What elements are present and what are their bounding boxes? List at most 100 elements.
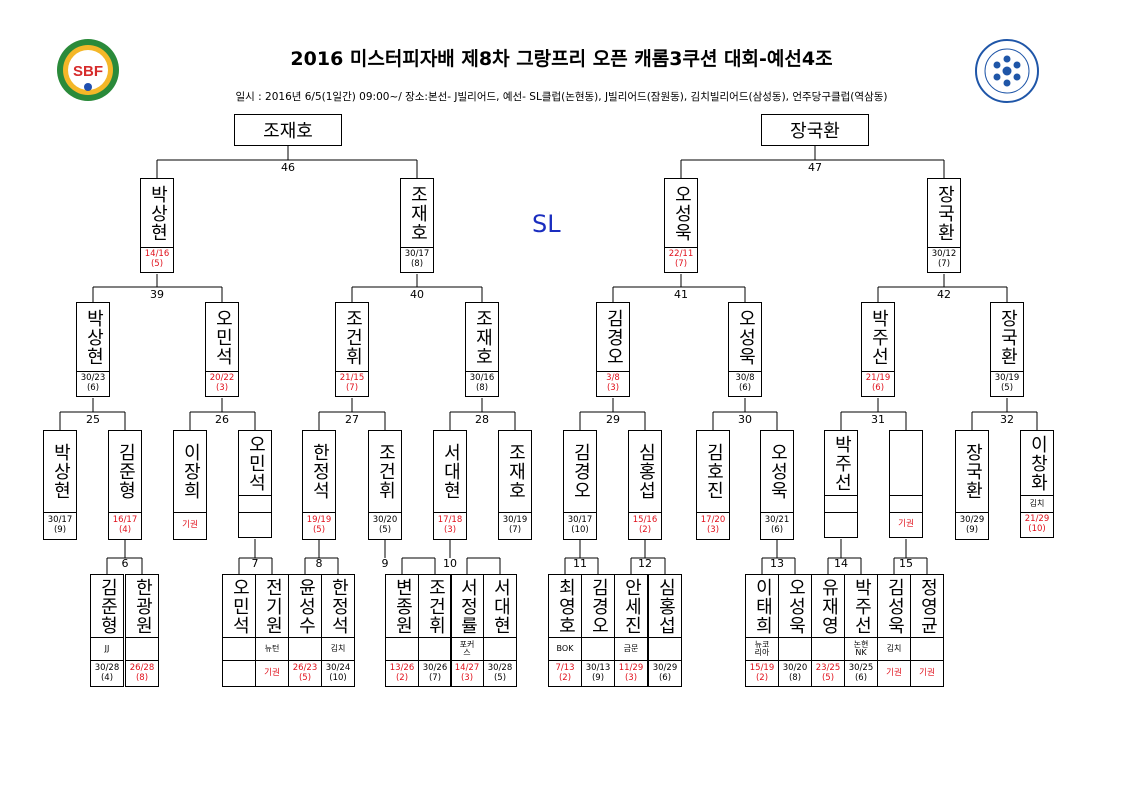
match-number: 7: [251, 557, 259, 570]
player-score: 30/19 (5): [990, 371, 1024, 397]
player-name-text: 오민석: [245, 434, 267, 492]
player-score-text: 22/11 (7): [668, 249, 694, 269]
player-score-text: 30/12 (7): [931, 249, 957, 269]
player-name: 서대현: [433, 430, 467, 513]
player-score-text: 30/24 (10): [325, 662, 351, 683]
player-name: 심홍섭: [628, 430, 662, 513]
player-club: [483, 637, 517, 661]
match-number: 9: [381, 557, 389, 570]
player-score: 30/28 (4): [90, 660, 124, 687]
player-score-text: 21/29 (10): [1024, 514, 1050, 534]
player-score-text: 기권: [182, 520, 198, 531]
player-club: 뉴코 리아: [745, 637, 779, 661]
player-name-text: 오성욱: [671, 184, 693, 242]
player-score: 21/15 (7): [335, 371, 369, 397]
player-name-text: 조건휘: [375, 443, 397, 500]
player-score-text: 30/16 (8): [469, 373, 495, 393]
player-score-text: 30/20 (8): [782, 662, 808, 683]
player-name-text: 김성욱: [884, 577, 906, 635]
match-number: 30: [738, 413, 752, 426]
final-winner: 장국환: [761, 114, 869, 146]
player-score-text: 14/16 (5): [144, 249, 170, 269]
player-club: [385, 637, 419, 661]
player-score-text: 21/15 (7): [339, 373, 365, 393]
player-score: 30/17 (10): [563, 512, 597, 540]
player-name: 박상현: [140, 178, 174, 248]
player-score: 3/8 (3): [596, 371, 630, 397]
player-club: 김치: [321, 637, 355, 661]
sbf-logo-text: SBF: [73, 63, 103, 80]
player-name: 김경오: [581, 574, 615, 638]
player-name: 안세진: [614, 574, 648, 638]
player-club: [125, 637, 159, 661]
player-score-text: 기권: [898, 519, 914, 530]
player-name-text: 안세진: [621, 577, 643, 635]
player-name-text: 이장희: [180, 443, 202, 500]
player-score-text: 30/28 (5): [487, 662, 513, 683]
player-name: 조재호: [465, 302, 499, 372]
player-name-text: 조재호: [505, 443, 527, 500]
player-name-text: 박상현: [50, 443, 72, 500]
player-name-text: 김호진: [703, 443, 725, 500]
player-score-text: 30/21 (6): [764, 515, 790, 535]
player-club-text: 뉴코 리아: [754, 639, 770, 657]
player-name: 김준형: [108, 430, 142, 513]
player-club: 뉴턴: [255, 637, 289, 661]
player-score-text: 기권: [886, 667, 902, 678]
player-score: 7/13 (2): [548, 660, 582, 687]
player-score: 21/29 (10): [1020, 512, 1054, 538]
player-score-text: 30/20 (5): [372, 515, 398, 535]
player-name: 이창화: [1020, 430, 1054, 496]
match-number: 46: [281, 161, 295, 174]
player-name: 김호진: [696, 430, 730, 513]
player-name: 김성욱: [877, 574, 911, 638]
player-score-text: 19/19 (5): [306, 515, 332, 535]
player-score: 30/8 (6): [728, 371, 762, 397]
player-club-text: 김치: [330, 643, 346, 653]
player-score: 30/28 (5): [483, 660, 517, 687]
player-name: 박상현: [43, 430, 77, 513]
player-club-text: JJ: [104, 643, 110, 653]
player-club: [238, 495, 272, 513]
player-score-text: 30/29 (6): [652, 662, 678, 683]
player-club: [288, 637, 322, 661]
player-score: 20/22 (3): [205, 371, 239, 397]
player-name: 한정석: [321, 574, 355, 638]
player-score-text: 13/26 (2): [389, 662, 415, 683]
player-name-text: 이창화: [1027, 434, 1049, 492]
player-score: 15/16 (2): [628, 512, 662, 540]
player-name-text: 장국환: [962, 443, 984, 500]
player-score: 30/21 (6): [760, 512, 794, 540]
player-score: 30/23 (6): [76, 371, 110, 397]
player-club: [824, 495, 858, 513]
player-club: 김치: [1020, 495, 1054, 513]
player-name-text: 조건휘: [342, 308, 364, 366]
player-name-text: 박주선: [851, 577, 873, 635]
player-name: 조재호: [498, 430, 532, 513]
player-name-text: 심홍섭: [635, 443, 657, 500]
player-club: [811, 637, 845, 661]
player-score-text: 30/26 (7): [422, 662, 448, 683]
player-score: 15/19 (2): [745, 660, 779, 687]
player-score-text: 26/28 (8): [129, 662, 155, 683]
player-score: 기권: [910, 660, 944, 687]
player-score: 30/29 (9): [955, 512, 989, 540]
player-club: [581, 637, 615, 661]
player-name: 장국환: [927, 178, 961, 248]
player-club-text: 김치: [886, 643, 902, 653]
match-number: 14: [834, 557, 848, 570]
player-score: 30/26 (7): [418, 660, 452, 687]
player-score: 30/13 (9): [581, 660, 615, 687]
match-number: 29: [606, 413, 620, 426]
player-score: 기권: [173, 512, 207, 540]
event-info: 일시 : 2016년 6/5(1일간) 09:00~/ 장소:본선- J빌리어드…: [235, 91, 888, 103]
player-name: 박주선: [844, 574, 878, 638]
player-name: 박주선: [861, 302, 895, 372]
player-name-text: 박주선: [831, 434, 853, 492]
player-score-text: 30/13 (9): [585, 662, 611, 683]
player-score: [238, 512, 272, 538]
player-name-text: 변종원: [392, 577, 414, 635]
player-score-text: 30/17 (9): [47, 515, 73, 535]
player-score: 30/17 (8): [400, 247, 434, 273]
player-name: 오민석: [222, 574, 256, 638]
